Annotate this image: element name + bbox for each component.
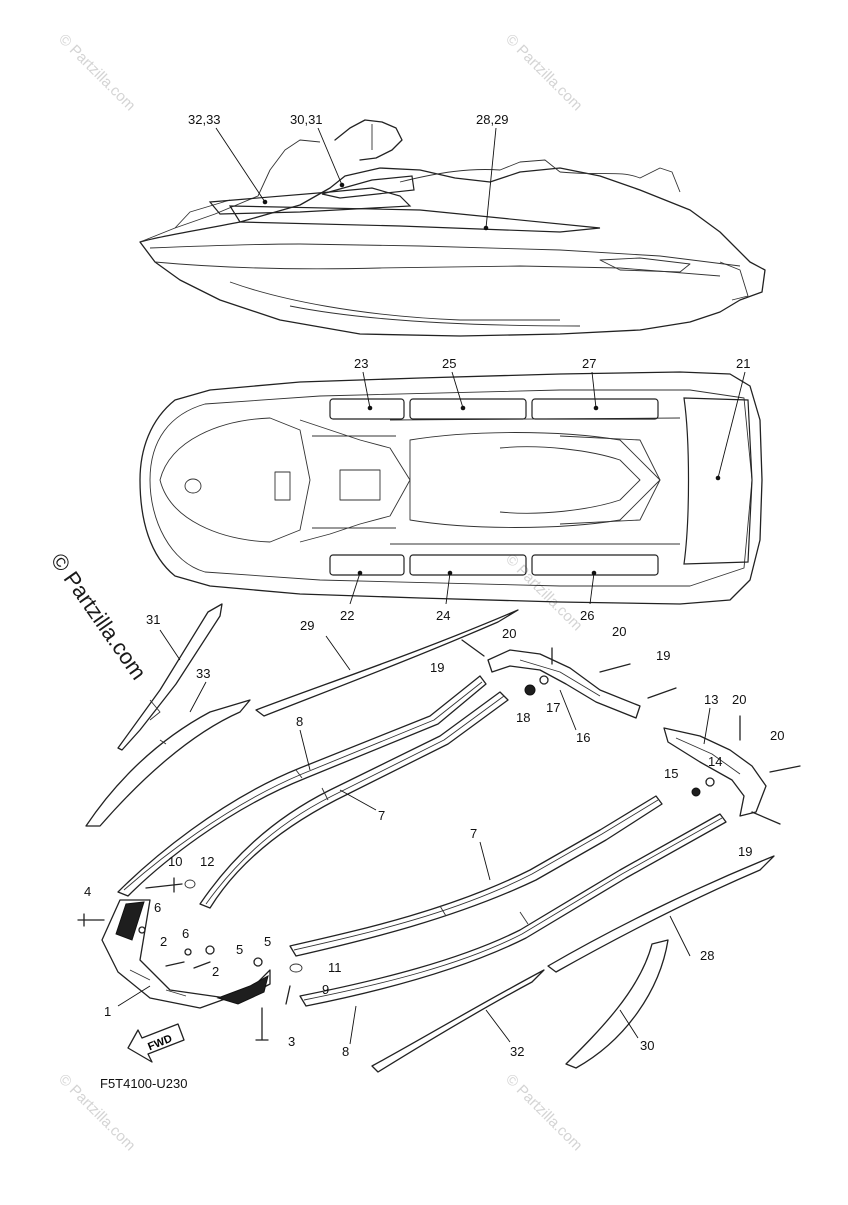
watermark-top-left: © Partzilla.com xyxy=(55,31,138,114)
callout-9: 9 xyxy=(322,982,329,997)
callout-12: 12 xyxy=(200,854,214,869)
callout-7-lower: 7 xyxy=(470,826,477,841)
craft-top-view xyxy=(139,371,763,605)
callout-31: 31 xyxy=(146,612,160,627)
drawing-code: F5T4100-U230 xyxy=(100,1076,187,1091)
callout-15: 15 xyxy=(664,766,678,781)
callout-18: 18 xyxy=(516,710,530,725)
callout-20-d: 20 xyxy=(770,728,784,743)
watermark-mid: © Partzilla.com xyxy=(502,551,585,634)
callout-labels: 32,33 30,31 28,29 23 25 27 21 22 24 26 3… xyxy=(84,112,784,1059)
callout-8-upper: 8 xyxy=(296,714,303,729)
callout-4: 4 xyxy=(84,884,91,899)
callout-28: 28 xyxy=(700,948,714,963)
callout-19-c: 19 xyxy=(738,844,752,859)
bolt-10-icon xyxy=(145,877,183,893)
fwd-arrow: FWD xyxy=(127,1023,185,1063)
rivet-20d-icon xyxy=(769,765,801,773)
callout-6-b: 6 xyxy=(182,926,189,941)
watermark-top-right: © Partzilla.com xyxy=(502,31,585,114)
callout-22: 22 xyxy=(340,608,354,623)
callout-20-b: 20 xyxy=(612,624,626,639)
rivet-20b-icon xyxy=(599,663,631,673)
callout-6-a: 6 xyxy=(154,900,161,915)
callout-26: 26 xyxy=(580,608,594,623)
rivet-19a-icon xyxy=(461,639,485,657)
callout-11: 11 xyxy=(328,960,342,975)
watermark-large: © Partzilla.com xyxy=(46,549,152,685)
callout-20-c: 20 xyxy=(732,692,746,707)
callout-3: 3 xyxy=(288,1034,295,1049)
callout-5-b: 5 xyxy=(264,934,271,949)
callout-25: 25 xyxy=(442,356,456,371)
nut-5a-icon xyxy=(205,945,215,955)
callout-7-upper: 7 xyxy=(378,808,385,823)
rivet-19c-icon xyxy=(751,811,781,825)
washer-12-icon xyxy=(184,879,196,889)
callout-19-a: 19 xyxy=(430,660,444,675)
callout-32-33: 32,33 xyxy=(188,112,221,127)
washer-17-icon xyxy=(539,675,549,685)
clip-9-icon xyxy=(285,985,291,1005)
callout-5-a: 5 xyxy=(236,942,243,957)
callout-23: 23 xyxy=(354,356,368,371)
callout-21: 21 xyxy=(736,356,750,371)
callout-14: 14 xyxy=(708,754,722,769)
washer-14-icon xyxy=(705,777,715,787)
exploded-parts: FWD xyxy=(77,603,801,1073)
callout-10: 10 xyxy=(168,854,182,869)
nut-15-icon xyxy=(691,787,701,797)
callout-24: 24 xyxy=(436,608,450,623)
washer-11-icon xyxy=(289,963,303,973)
callout-20-a: 20 xyxy=(502,626,516,641)
nut-18-icon xyxy=(524,684,536,696)
clip-6b-icon xyxy=(184,948,192,956)
callout-29: 29 xyxy=(300,618,314,633)
watermark-group: © Partzilla.com © Partzilla.com © Partzi… xyxy=(46,31,586,1154)
callout-16: 16 xyxy=(576,730,590,745)
callout-30: 30 xyxy=(640,1038,654,1053)
clip-6a-icon xyxy=(138,926,146,934)
rivet-19b-icon xyxy=(647,687,677,699)
callout-2-a: 2 xyxy=(160,934,167,949)
screw-3-icon xyxy=(255,1007,269,1041)
fwd-label: FWD xyxy=(146,1033,174,1054)
callout-8-lower: 8 xyxy=(342,1044,349,1059)
callout-13: 13 xyxy=(704,692,718,707)
callout-17: 17 xyxy=(546,700,560,715)
screw-2b-icon xyxy=(193,961,211,969)
screw-2a-icon xyxy=(165,961,185,967)
callout-32: 32 xyxy=(510,1044,524,1059)
nut-5b-icon xyxy=(253,957,263,967)
callout-19-b: 19 xyxy=(656,648,670,663)
watermark-bottom-right: © Partzilla.com xyxy=(502,1071,585,1154)
callout-1: 1 xyxy=(104,1004,111,1019)
callout-28-29: 28,29 xyxy=(476,112,509,127)
callout-27: 27 xyxy=(582,356,596,371)
bolt-4-icon xyxy=(77,913,105,927)
callout-2-b: 2 xyxy=(212,964,219,979)
callout-30-31: 30,31 xyxy=(290,112,323,127)
craft-side-view xyxy=(139,119,766,337)
callout-33: 33 xyxy=(196,666,210,681)
